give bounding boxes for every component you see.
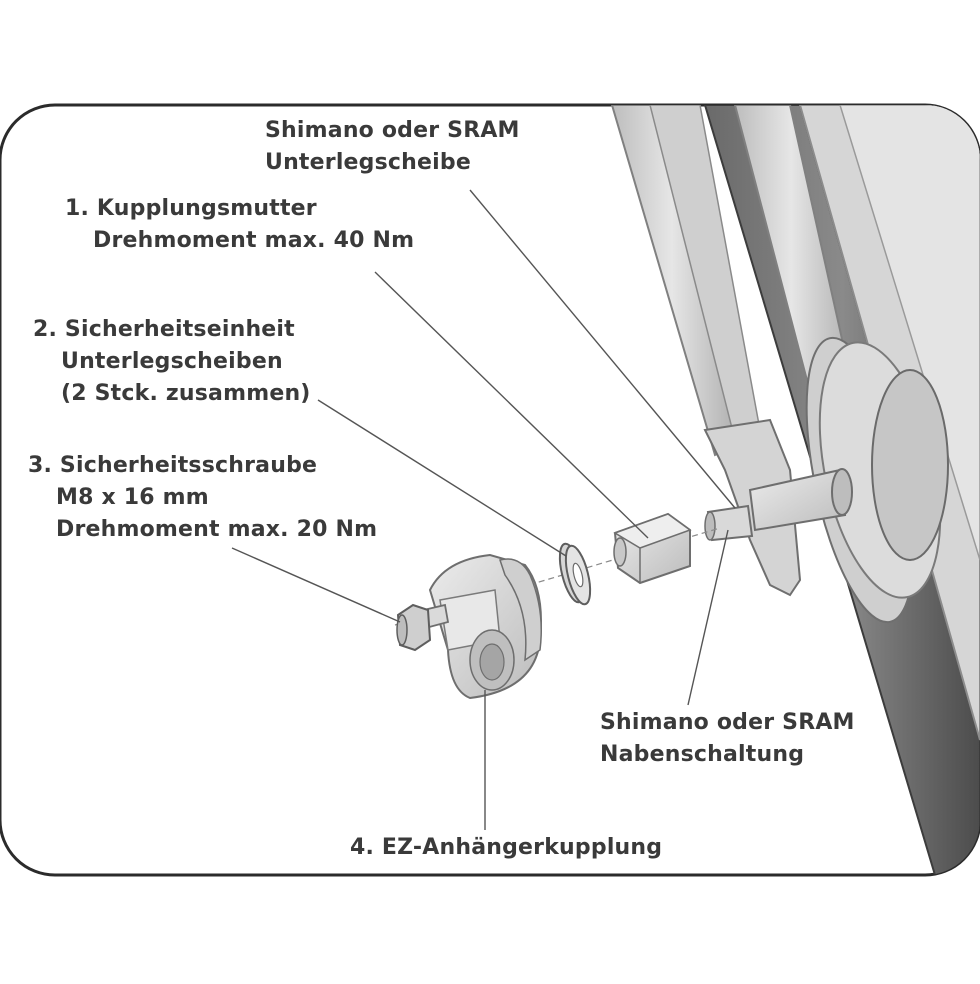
label-sicherheitseinheit-line3: (2 Stck. zusammen)	[61, 381, 311, 406]
label-sicherheitsschraube: 3. Sicherheitsschraube M8 x 16 mm Drehmo…	[28, 450, 377, 546]
label-kupplungsmutter: 1. Kupplungsmutter Drehmoment max. 40 Nm	[65, 193, 414, 257]
safety-screw-part	[396, 603, 450, 652]
label-anhaengerkupplung: 4. EZ-Anhängerkupplung	[350, 832, 662, 864]
coupling-nut-part	[613, 512, 692, 585]
label-sicherheitseinheit-line2: Unterlegscheiben	[61, 349, 283, 374]
label-nabenschaltung-line2: Nabenschaltung	[600, 742, 805, 767]
leader-lines	[231, 189, 736, 830]
label-sicherheitsschraube-line3: Drehmoment max. 20 Nm	[56, 517, 378, 542]
label-unterlegscheibe-line2: Unterlegscheibe	[265, 150, 471, 175]
leader-nabenschaltung	[687, 529, 729, 706]
label-sicherheitsschraube-line1: 3. Sicherheitsschraube	[28, 453, 318, 478]
ez-hitch-part	[428, 553, 542, 700]
bicycle-rear-frame	[610, 105, 980, 875]
label-nabenschaltung-line1: Shimano oder SRAM	[600, 710, 855, 735]
label-kupplungsmutter-line2: Drehmoment max. 40 Nm	[93, 228, 415, 253]
label-sicherheitsschraube-line2: M8 x 16 mm	[56, 485, 209, 510]
leader-sicherheitsschraube	[231, 547, 401, 623]
label-anhaengerkupplung-line1: 4. EZ-Anhängerkupplung	[350, 835, 663, 860]
label-kupplungsmutter-line1: 1. Kupplungsmutter	[65, 196, 317, 221]
leader-kupplungsmutter	[374, 271, 649, 539]
leader-sicherheitseinheit	[317, 399, 567, 557]
label-sicherheitseinheit: 2. Sicherheitseinheit Unterlegscheiben (…	[33, 314, 311, 410]
label-nabenschaltung: Shimano oder SRAM Nabenschaltung	[600, 707, 855, 771]
safety-washers-part	[558, 542, 592, 606]
label-sicherheitseinheit-line1: 2. Sicherheitseinheit	[33, 317, 295, 342]
label-unterlegscheibe: Shimano oder SRAM Unterlegscheibe	[265, 115, 520, 179]
label-unterlegscheibe-line1: Shimano oder SRAM	[265, 118, 520, 143]
leader-unterlegscheibe	[469, 189, 736, 509]
